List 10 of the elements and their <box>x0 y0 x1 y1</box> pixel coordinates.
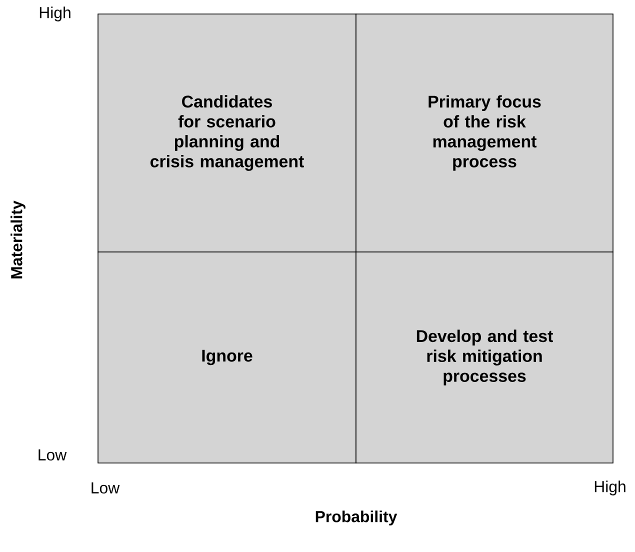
quadrant-box: Ignore <box>98 252 356 464</box>
axis-title: Materiality <box>10 200 26 278</box>
axis-title: Probability <box>316 510 398 526</box>
quadrant-box: Develop and test risk mitigation processes <box>356 252 614 464</box>
quadrant-box: Primary focus of the risk management process <box>356 14 614 252</box>
axis-label: High <box>594 480 626 496</box>
axis-label: Low <box>38 449 67 461</box>
quadrant-box: Candidates for scenario planning and crisis management <box>98 14 356 252</box>
axis-label: High <box>40 6 70 22</box>
axis-label: Low <box>92 482 120 494</box>
